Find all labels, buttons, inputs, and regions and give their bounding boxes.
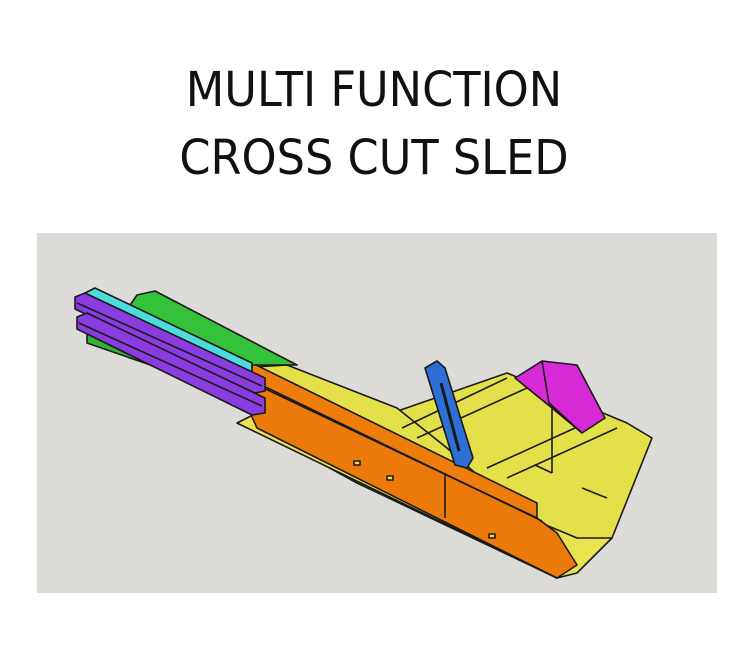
hole-1: [353, 460, 361, 466]
base-groove-6: [581, 487, 608, 499]
purple-runner-lower-edge: [78, 322, 263, 407]
sled-illustration: [74, 287, 653, 579]
title-line-1: MULTI FUNCTION: [185, 62, 563, 118]
hole-2: [386, 475, 394, 481]
base-groove-4: [506, 427, 618, 479]
sled-render-panel: [37, 233, 717, 593]
base-groove-2: [416, 387, 528, 439]
blue-arm-slot: [439, 382, 461, 452]
hole-3: [488, 533, 496, 539]
magenta-edge: [541, 360, 583, 434]
title-line-2: CROSS CUT SLED: [179, 130, 569, 186]
base-groove-5: [534, 464, 553, 474]
fence-groove: [246, 377, 543, 522]
purple-runner-upper-edge: [76, 302, 263, 387]
purple-runner-upper: [74, 292, 266, 394]
